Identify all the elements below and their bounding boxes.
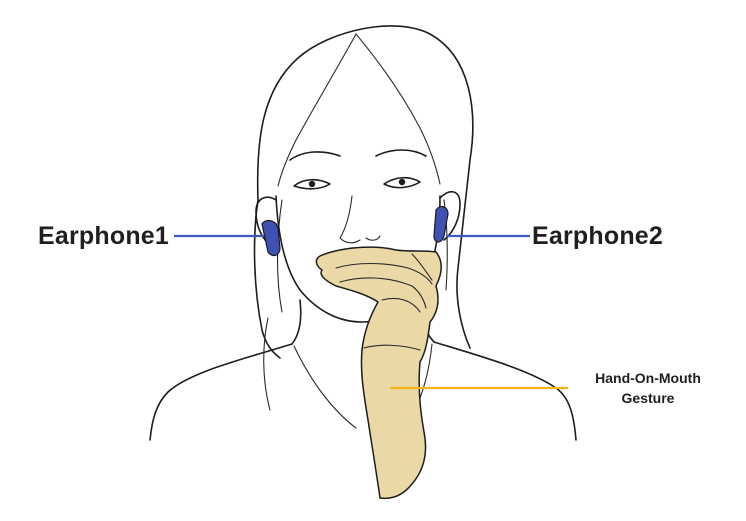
collar xyxy=(293,343,433,429)
hair-part xyxy=(277,33,357,187)
finger-line-2 xyxy=(339,277,427,309)
wrist-line xyxy=(363,344,421,351)
thumb-line xyxy=(411,253,433,281)
eyebrow-right xyxy=(375,149,427,157)
eye-right xyxy=(383,176,421,189)
neckline-left xyxy=(263,317,271,411)
nose xyxy=(339,195,381,244)
hair-outline xyxy=(256,25,474,349)
label-gesture: Hand-On-Mouth Gesture xyxy=(560,368,736,408)
label-earphone1: Earphone1 xyxy=(38,222,169,250)
earphone-left-shape xyxy=(261,219,281,257)
finger-line-3 xyxy=(381,297,421,313)
pupil-left xyxy=(308,180,316,188)
label-earphone2: Earphone2 xyxy=(532,222,663,250)
pupil-right xyxy=(398,178,406,186)
neck-left xyxy=(291,299,302,345)
shoulder-left xyxy=(149,343,293,441)
finger-line-1 xyxy=(335,263,433,285)
hair-bangs xyxy=(355,33,441,185)
ear-right-outline xyxy=(439,191,461,241)
eyebrow-left xyxy=(289,151,341,161)
eye-left xyxy=(293,178,331,190)
hand-arm xyxy=(315,246,442,500)
earphone-right-shape xyxy=(433,205,449,243)
shoulder-right xyxy=(433,341,577,441)
hair-inner-left xyxy=(276,199,283,313)
label-gesture-line2: Gesture xyxy=(621,390,675,406)
label-gesture-line1: Hand-On-Mouth xyxy=(595,370,701,386)
ear-left-outline xyxy=(255,196,277,247)
